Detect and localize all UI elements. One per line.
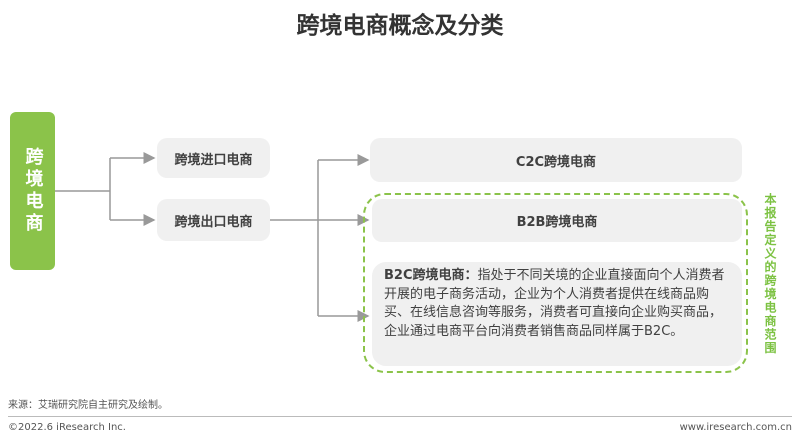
b2c-node: B2C跨境电商：指处于不同关境的企业直接面向个人消费者开展的电子商务活动，企业为… [372,262,742,366]
b2b-node: B2B跨境电商 [372,199,742,242]
b2c-description: 指处于不同关境的企业直接面向个人消费者开展的电子商务活动，企业为个人消费者提供在… [384,268,725,339]
b2c-label: B2C跨境电商： [384,268,478,283]
copyright: ©2022.6 iResearch Inc. [8,422,126,433]
source-note: 来源：艾瑞研究院自主研究及绘制。 [8,400,168,411]
root-node: 跨境电商 [10,112,55,270]
scope-label: 本报告定义的跨境电商范围 [763,193,777,355]
root-label: 跨境电商 [22,147,44,235]
report-scope-border [363,193,748,373]
footer-divider [8,416,792,417]
page-title: 跨境电商概念及分类 [296,13,504,39]
c2c-node: C2C跨境电商 [370,138,742,182]
website-url: www.iresearch.com.cn [679,422,792,433]
import-node: 跨境进口电商 [157,138,270,178]
export-node: 跨境出口电商 [157,199,270,241]
